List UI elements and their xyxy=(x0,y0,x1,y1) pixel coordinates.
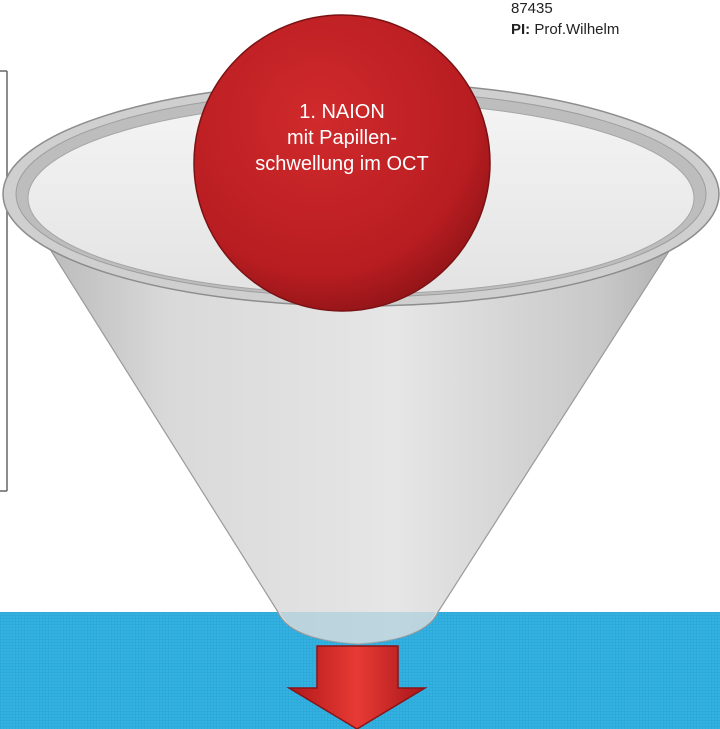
study-id: 87435 xyxy=(511,0,553,17)
criterion-line-1: 1. NAION xyxy=(299,101,385,123)
left-frame xyxy=(0,70,8,492)
pi-name: Prof.Wilhelm xyxy=(534,21,620,38)
principal-investigator: PI: Prof.Wilhelm xyxy=(511,21,619,39)
criterion-line-3: schwellung im OCT xyxy=(255,153,429,175)
down-arrow-icon xyxy=(286,645,428,729)
funnel-cone xyxy=(14,194,707,645)
criterion-circle xyxy=(193,14,491,312)
pi-label: PI: xyxy=(511,21,531,38)
criterion-label: 1. NAION mit Papillen- schwellung im OCT xyxy=(242,99,442,177)
criterion-line-2: mit Papillen- xyxy=(286,127,398,149)
funnel-spout xyxy=(280,612,436,644)
